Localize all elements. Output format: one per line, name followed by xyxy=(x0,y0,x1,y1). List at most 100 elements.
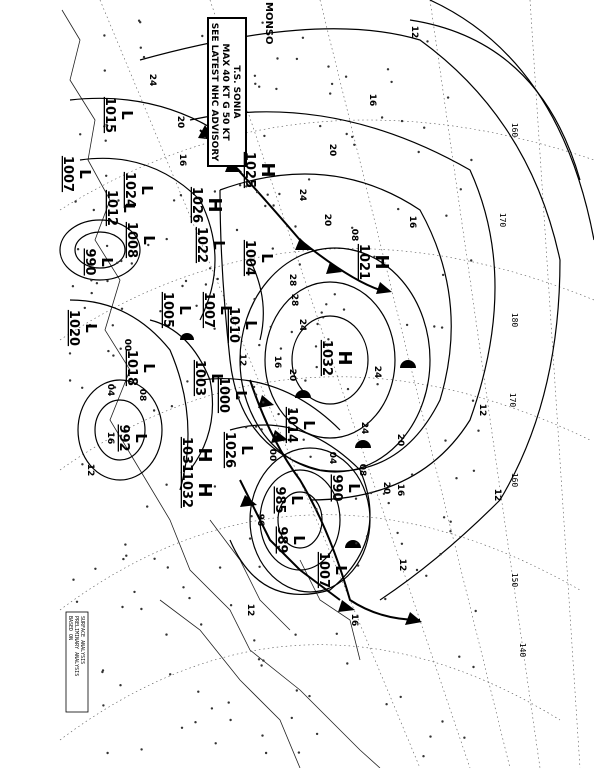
station-dot xyxy=(214,742,217,745)
coastlines xyxy=(61,9,381,768)
isobar-value-label: 24 xyxy=(147,74,157,87)
isobar-value-label: 04 xyxy=(327,452,337,465)
station-dot xyxy=(74,200,77,203)
station-dot xyxy=(103,125,106,128)
pressure-center-value: 1014 xyxy=(284,407,299,443)
station-dot xyxy=(440,326,444,329)
station-dot xyxy=(400,542,404,545)
station-dot xyxy=(201,34,204,38)
station-dot xyxy=(384,597,387,601)
station-dot xyxy=(213,190,217,193)
station-dot xyxy=(111,324,115,327)
station-dot xyxy=(182,586,185,589)
station-dot xyxy=(200,623,203,626)
station-dot xyxy=(290,408,293,412)
pressure-center-letter: L xyxy=(232,390,250,400)
advisory-line-1: T.S. SONIA xyxy=(231,65,241,118)
longitude-label: 150 xyxy=(510,573,519,588)
isobar-value-label: 20 xyxy=(175,116,185,129)
station-dot xyxy=(229,718,232,722)
station-dot xyxy=(147,243,150,247)
station-dot xyxy=(107,349,110,353)
station-dot xyxy=(342,308,346,311)
station-dot xyxy=(68,352,72,355)
isobar-value-label: 24 xyxy=(372,366,382,379)
pressure-center-letter: L xyxy=(176,305,194,315)
station-dot xyxy=(380,116,384,119)
station-dot xyxy=(266,193,269,196)
station-dot xyxy=(262,659,265,662)
station-dot xyxy=(445,214,448,217)
pressure-center-letter: L xyxy=(118,110,136,120)
pressure-center-letter: L xyxy=(300,420,318,430)
station-dot xyxy=(261,21,264,24)
station-dot xyxy=(399,695,402,699)
station-dot xyxy=(396,531,399,535)
isobar-value-label: 96 xyxy=(255,514,265,527)
station-dot xyxy=(355,542,358,545)
station-dot xyxy=(152,409,156,412)
isobar-value-label: 08 xyxy=(357,464,367,477)
station-dot xyxy=(278,192,281,196)
station-dot xyxy=(165,483,168,486)
station-dot xyxy=(345,132,348,136)
station-dot xyxy=(417,150,420,154)
station-dot xyxy=(426,40,429,43)
advisory-line-3: SEE LATEST NHC ADVISORY xyxy=(209,23,219,162)
station-dot xyxy=(179,194,183,197)
station-dot xyxy=(238,184,242,187)
isobar-value-label: 12 xyxy=(237,354,247,367)
station-dot xyxy=(262,401,265,404)
station-dot xyxy=(216,277,219,281)
station-dot xyxy=(455,477,458,480)
isobar-value-label: 12 xyxy=(492,489,502,502)
station-dot xyxy=(397,207,400,211)
station-dot xyxy=(329,92,332,95)
station-dot xyxy=(277,412,280,416)
pressure-center-value: 1008 xyxy=(124,222,139,258)
station-dot xyxy=(449,530,452,533)
station-dot xyxy=(261,734,264,737)
station-dot xyxy=(463,736,466,739)
isobar-value-label: 16 xyxy=(367,94,377,107)
longitude-label: 160 xyxy=(510,123,519,138)
station-dot xyxy=(441,720,444,723)
pressure-center-letter: H xyxy=(194,447,215,462)
pressure-center-letter: L xyxy=(345,483,363,493)
station-dot xyxy=(159,310,162,313)
isobar-value-label: 08 xyxy=(137,389,147,402)
station-dot xyxy=(302,438,305,441)
station-dot xyxy=(279,347,283,350)
station-dot xyxy=(369,491,373,495)
longitude-label: 170 xyxy=(498,213,507,228)
station-dot xyxy=(254,425,258,428)
station-dot xyxy=(218,566,222,569)
station-dot xyxy=(235,228,239,232)
station-dot xyxy=(194,721,197,724)
isobar-value-label: 20 xyxy=(395,434,405,447)
station-dot xyxy=(112,354,115,357)
station-dot xyxy=(204,283,208,286)
graticule xyxy=(59,0,594,768)
station-dot xyxy=(81,463,84,466)
station-dot xyxy=(227,701,230,704)
station-dot xyxy=(102,704,105,707)
pressure-center-value: 1020 xyxy=(66,310,81,346)
station-dot xyxy=(130,262,133,265)
station-dot xyxy=(439,553,442,556)
pressure-center-value: 1000 xyxy=(216,377,231,413)
pressure-center-letter: L xyxy=(290,535,308,545)
station-dot xyxy=(125,554,128,557)
advisory-line-2: MAX 40 KT G 50 KT xyxy=(220,43,230,141)
station-dot xyxy=(105,123,108,126)
station-dot xyxy=(188,596,191,600)
pressure-center-letter: H xyxy=(257,162,278,177)
